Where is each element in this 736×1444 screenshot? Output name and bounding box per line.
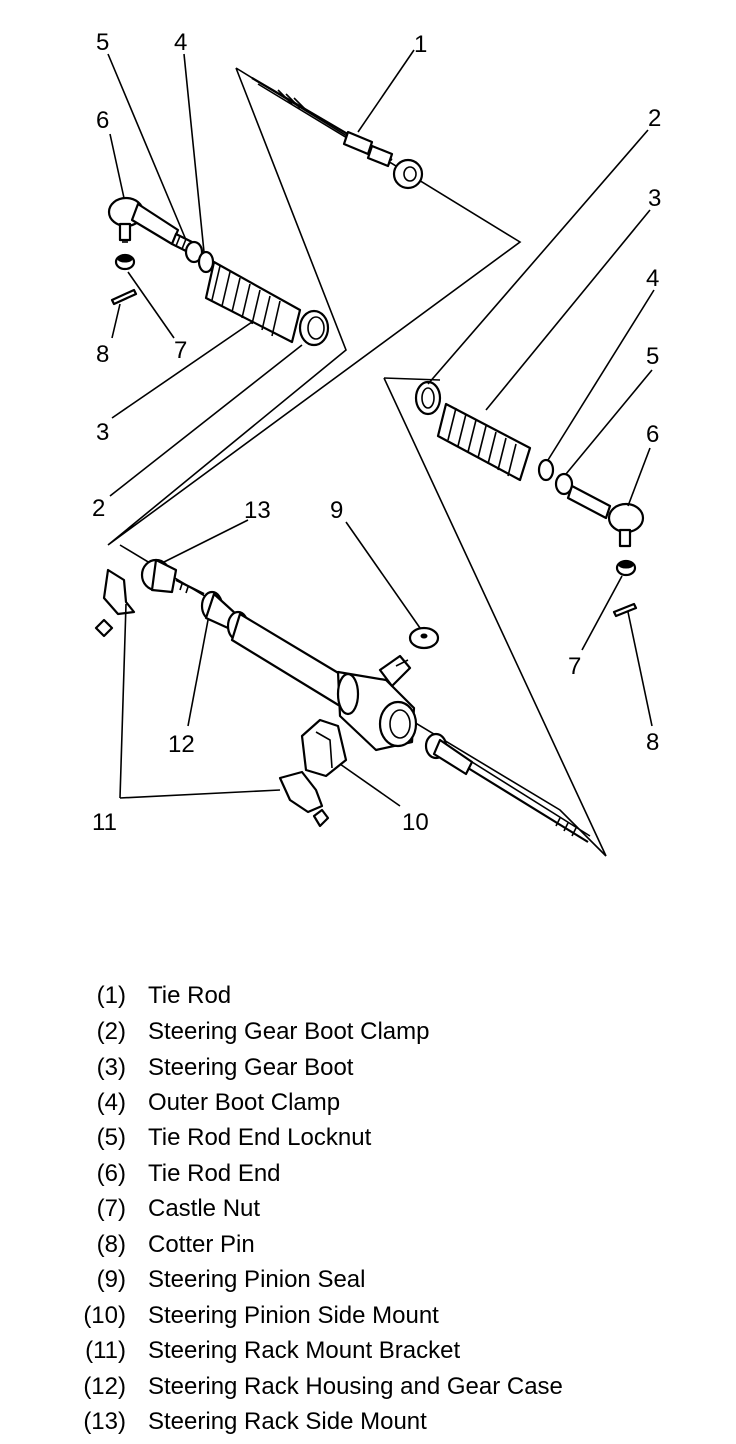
callout-12: 12 — [168, 731, 195, 758]
legend-item: (6)Tie Rod End — [96, 1160, 281, 1187]
callout-2-right: 2 — [648, 105, 661, 132]
legend-item: (2)Steering Gear Boot Clamp — [96, 1018, 430, 1045]
callout-7-left: 7 — [174, 337, 187, 364]
legend-item: (11)Steering Rack Mount Bracket — [85, 1337, 461, 1364]
callout-10: 10 — [402, 809, 429, 836]
callout-13: 13 — [244, 497, 271, 524]
callout-5-right: 5 — [646, 343, 659, 370]
legend-item: (10)Steering Pinion Side Mount — [83, 1302, 439, 1329]
callout-5-left: 5 — [96, 29, 109, 56]
callout-8-left: 8 — [96, 341, 109, 368]
callout-labels: 1 5 4 6 8 7 3 2 2 3 4 5 6 7 8 13 9 12 11… — [92, 29, 661, 836]
callout-9: 9 — [330, 497, 343, 524]
callout-3-left: 3 — [96, 419, 109, 446]
callout-4-left: 4 — [174, 29, 187, 56]
legend-item: (9)Steering Pinion Seal — [96, 1266, 366, 1293]
callout-8-right: 8 — [646, 729, 659, 756]
legend-item: (4)Outer Boot Clamp — [96, 1089, 341, 1116]
callout-2-left: 2 — [92, 495, 105, 522]
legend-item: (1)Tie Rod — [96, 982, 232, 1009]
callout-4-right: 4 — [646, 265, 659, 292]
callout-6-right: 6 — [646, 421, 659, 448]
legend-item: (5)Tie Rod End Locknut — [96, 1124, 372, 1151]
legend-item: (7)Castle Nut — [96, 1195, 261, 1222]
legend-item: (12)Steering Rack Housing and Gear Case — [83, 1373, 563, 1400]
callout-6-left: 6 — [96, 107, 109, 134]
leader-lines — [107, 49, 655, 807]
legend-item: (8)Cotter Pin — [96, 1231, 255, 1258]
tie-rod-top — [251, 77, 424, 190]
legend-item: (3)Steering Gear Boot — [96, 1054, 354, 1081]
left-tie-rod-end-assembly — [107, 196, 330, 347]
exploded-view-diagram: 1 5 4 6 8 7 3 2 2 3 4 5 6 7 8 13 9 12 11… — [92, 29, 661, 857]
callout-11: 11 — [92, 809, 117, 836]
legend-item: (13)Steering Rack Side Mount — [83, 1408, 427, 1435]
steering-rack-assembly — [94, 558, 591, 843]
callout-1: 1 — [414, 31, 427, 58]
callout-3-right: 3 — [648, 185, 661, 212]
right-tie-rod-end-assembly — [414, 380, 645, 618]
callout-7-right: 7 — [568, 653, 581, 680]
